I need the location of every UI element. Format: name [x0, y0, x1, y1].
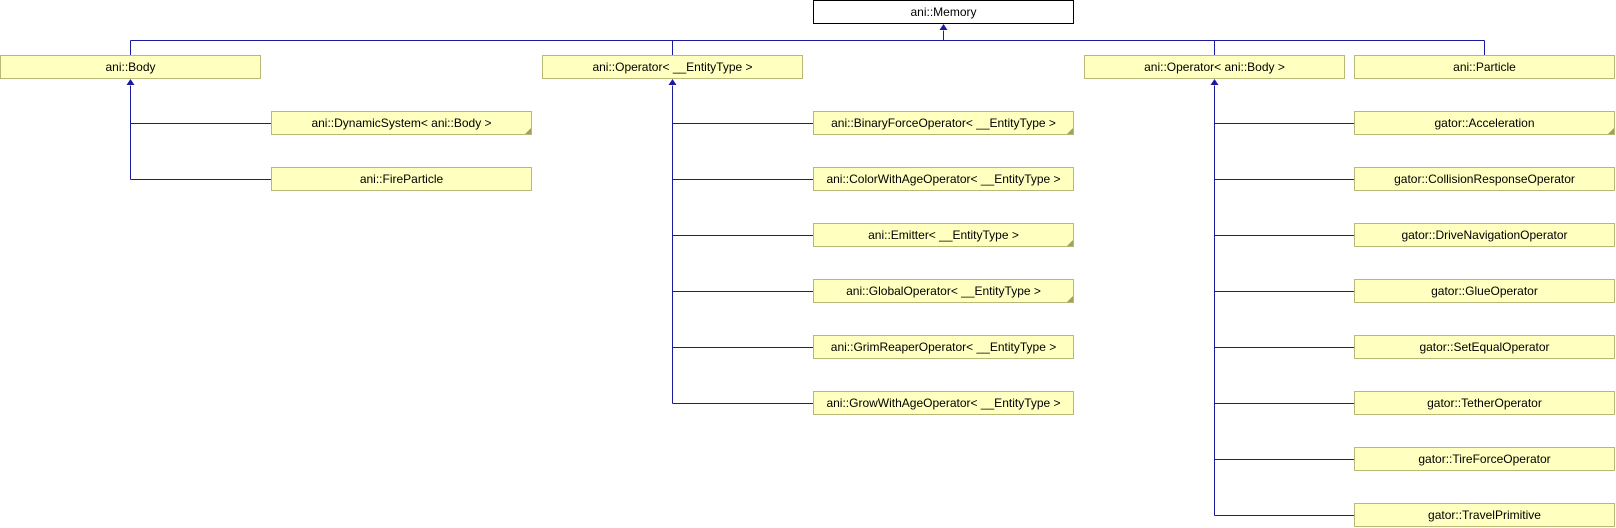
- truncation-mark: [1067, 128, 1073, 134]
- class-node-particle[interactable]: ani::Particle: [1354, 55, 1615, 79]
- class-label: ani::DynamicSystem< ani::Body >: [311, 116, 491, 130]
- class-label: gator::DriveNavigationOperator: [1401, 228, 1567, 242]
- class-node-ani-globaloperator-entitytype[interactable]: ani::GlobalOperator< __EntityType >: [813, 279, 1074, 303]
- class-node-ani-colorwithageoperator-entitytype[interactable]: ani::ColorWithAgeOperator< __EntityType …: [813, 167, 1074, 191]
- class-node-ani-emitter-entitytype[interactable]: ani::Emitter< __EntityType >: [813, 223, 1074, 247]
- class-node-ani-dynamicsystem-ani-body[interactable]: ani::DynamicSystem< ani::Body >: [271, 111, 532, 135]
- truncation-mark: [1608, 128, 1614, 134]
- class-label: ani::Emitter< __EntityType >: [868, 228, 1019, 242]
- class-node-gator-glueoperator[interactable]: gator::GlueOperator: [1354, 279, 1615, 303]
- class-label: ani::ColorWithAgeOperator< __EntityType …: [826, 172, 1060, 186]
- class-node-gator-collisionresponseoperator[interactable]: gator::CollisionResponseOperator: [1354, 167, 1615, 191]
- class-node-gator-acceleration[interactable]: gator::Acceleration: [1354, 111, 1615, 135]
- inheritance-arrow-operator-entity: [668, 79, 677, 85]
- class-label: ani::Operator< __EntityType >: [592, 60, 752, 74]
- class-label: gator::CollisionResponseOperator: [1394, 172, 1575, 186]
- class-node-operator-body[interactable]: ani::Operator< ani::Body >: [1084, 55, 1345, 79]
- inheritance-arrow-root: [939, 24, 948, 30]
- class-label: ani::Particle: [1453, 60, 1516, 74]
- class-label: ani::BinaryForceOperator< __EntityType >: [831, 116, 1056, 130]
- class-node-gator-drivenavigationoperator[interactable]: gator::DriveNavigationOperator: [1354, 223, 1615, 247]
- class-node-ani-grimreaperoperator-entitytype[interactable]: ani::GrimReaperOperator< __EntityType >: [813, 335, 1074, 359]
- class-node-gator-tireforceoperator[interactable]: gator::TireForceOperator: [1354, 447, 1615, 471]
- class-label: ani::GrimReaperOperator< __EntityType >: [831, 340, 1056, 354]
- class-node-memory[interactable]: ani::Memory: [813, 0, 1074, 24]
- class-label: ani::GrowWithAgeOperator< __EntityType >: [826, 396, 1060, 410]
- class-node-operator-entity[interactable]: ani::Operator< __EntityType >: [542, 55, 803, 79]
- truncation-mark: [525, 128, 531, 134]
- class-node-gator-tetheroperator[interactable]: gator::TetherOperator: [1354, 391, 1615, 415]
- class-label: gator::TetherOperator: [1427, 396, 1542, 410]
- class-label: gator::SetEqualOperator: [1419, 340, 1549, 354]
- edges: [126, 24, 1485, 516]
- class-label: gator::TireForceOperator: [1418, 452, 1550, 466]
- class-label: gator::TravelPrimitive: [1428, 508, 1541, 522]
- class-label: gator::Acceleration: [1434, 116, 1534, 130]
- inheritance-arrow-operator-body: [1210, 79, 1219, 85]
- class-label: ani::GlobalOperator< __EntityType >: [846, 284, 1041, 298]
- class-label: ani::Operator< ani::Body >: [1144, 60, 1285, 74]
- class-label: ani::Memory: [910, 5, 976, 19]
- class-node-gator-setequaloperator[interactable]: gator::SetEqualOperator: [1354, 335, 1615, 359]
- class-label: gator::GlueOperator: [1431, 284, 1538, 298]
- truncation-mark: [1067, 240, 1073, 246]
- class-node-ani-fireparticle[interactable]: ani::FireParticle: [271, 167, 532, 191]
- class-node-gator-travelprimitive[interactable]: gator::TravelPrimitive: [1354, 503, 1615, 527]
- class-node-ani-binaryforceoperator-entitytype[interactable]: ani::BinaryForceOperator< __EntityType >: [813, 111, 1074, 135]
- inheritance-arrow-body: [126, 79, 135, 85]
- class-node-ani-growwithageoperator-entitytype[interactable]: ani::GrowWithAgeOperator< __EntityType >: [813, 391, 1074, 415]
- class-label: ani::FireParticle: [360, 172, 444, 186]
- class-node-body[interactable]: ani::Body: [0, 55, 261, 79]
- truncation-mark: [1067, 296, 1073, 302]
- class-label: ani::Body: [105, 60, 155, 74]
